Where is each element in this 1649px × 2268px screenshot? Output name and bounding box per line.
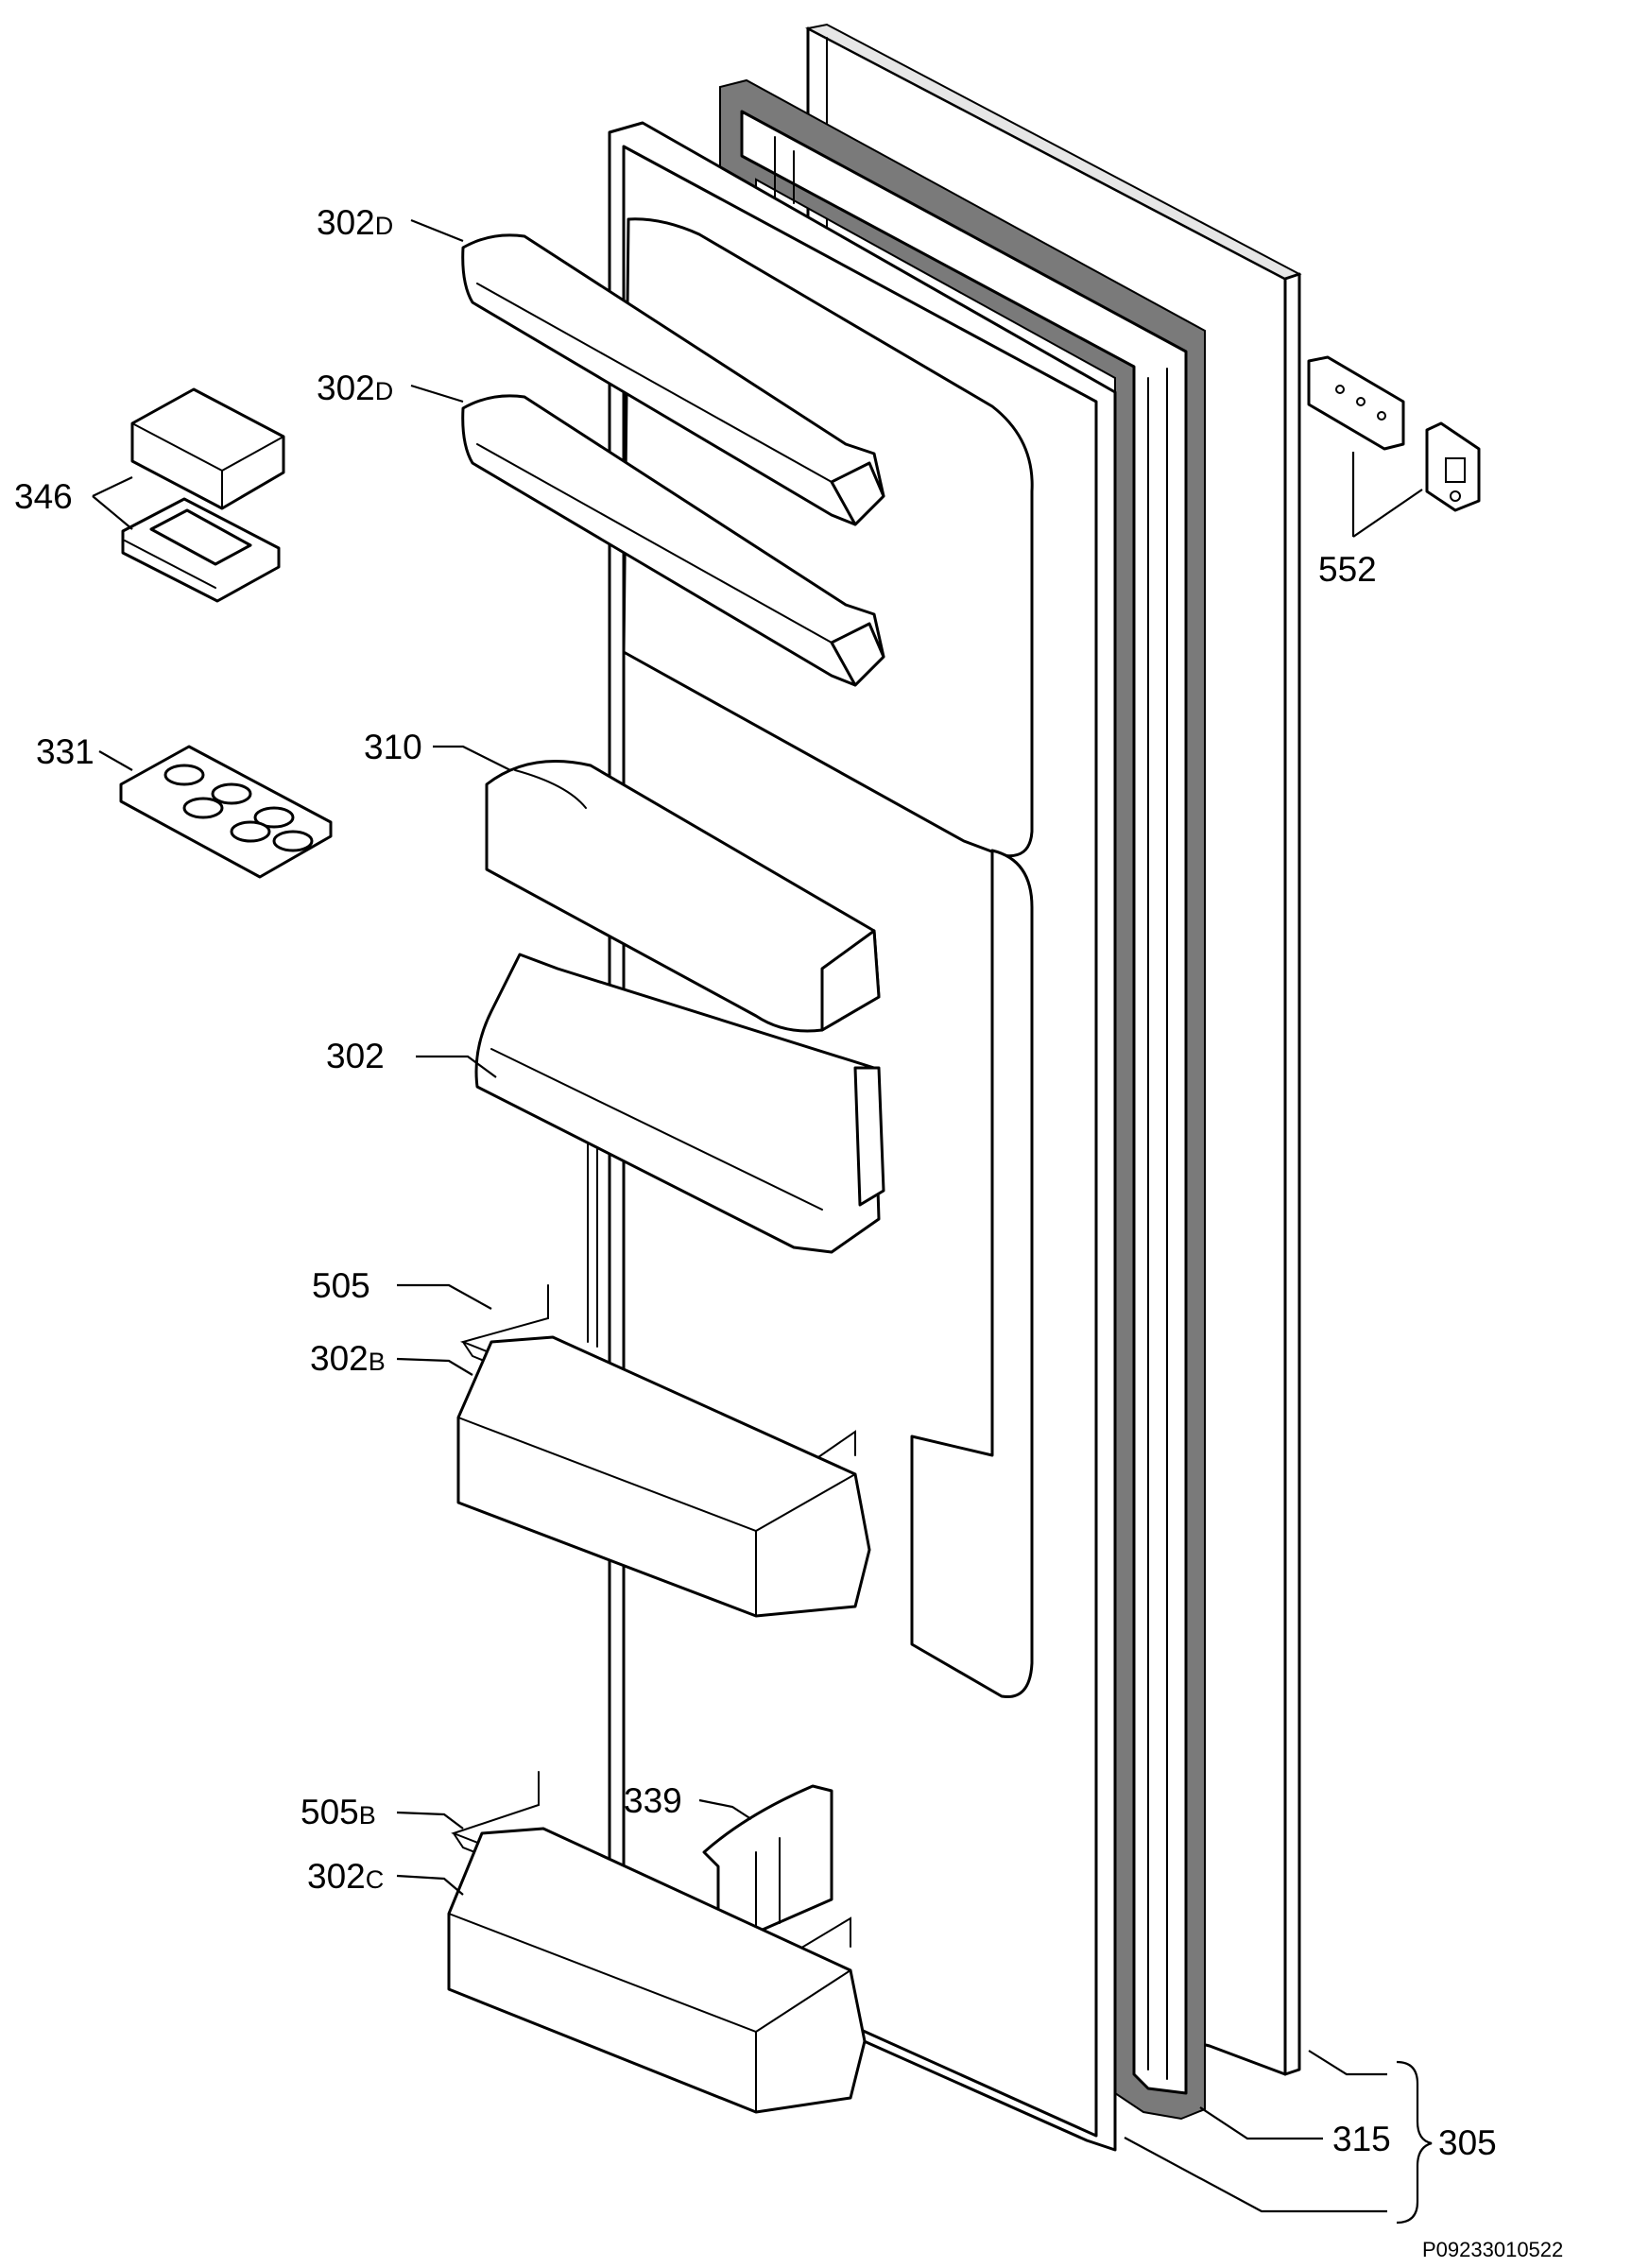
label-302c: 302C [307,1857,384,1896]
hinge-bracket-552-a [1307,355,1405,451]
egg-tray-331 [119,745,333,879]
label-505: 505 [312,1266,370,1305]
door-shelf-302 [474,953,885,1254]
storage-tray-346 [121,497,281,603]
hinge-bracket-552-b [1425,421,1481,512]
label-305: 305 [1438,2123,1497,2162]
label-331: 331 [36,732,94,771]
butter-compartment-lid-310 [485,760,881,1033]
door-shelf-302d-top [461,233,885,526]
bottle-divider-339 [702,1784,833,1934]
group-brace-305 [1396,2060,1433,2225]
label-339: 339 [624,1781,682,1820]
diagram-reference-code: P09233010522 [1422,2238,1563,2261]
label-302b: 302B [310,1339,386,1378]
leader-lines [92,218,1423,2213]
label-302: 302 [326,1037,385,1075]
label-302d-second: 302D [317,369,393,407]
label-505b: 505B [301,1793,376,1831]
label-315: 315 [1332,2120,1391,2158]
storage-box-346 [130,387,285,510]
label-346: 346 [14,477,73,516]
door-shelf-302b [456,1335,871,1618]
label-552: 552 [1318,550,1377,589]
label-310: 310 [364,728,422,766]
door-shelf-302c [447,1827,867,2114]
label-302d-top: 302D [317,203,393,242]
door-gasket [719,78,1206,2121]
door-shelf-302d-second [461,394,885,687]
